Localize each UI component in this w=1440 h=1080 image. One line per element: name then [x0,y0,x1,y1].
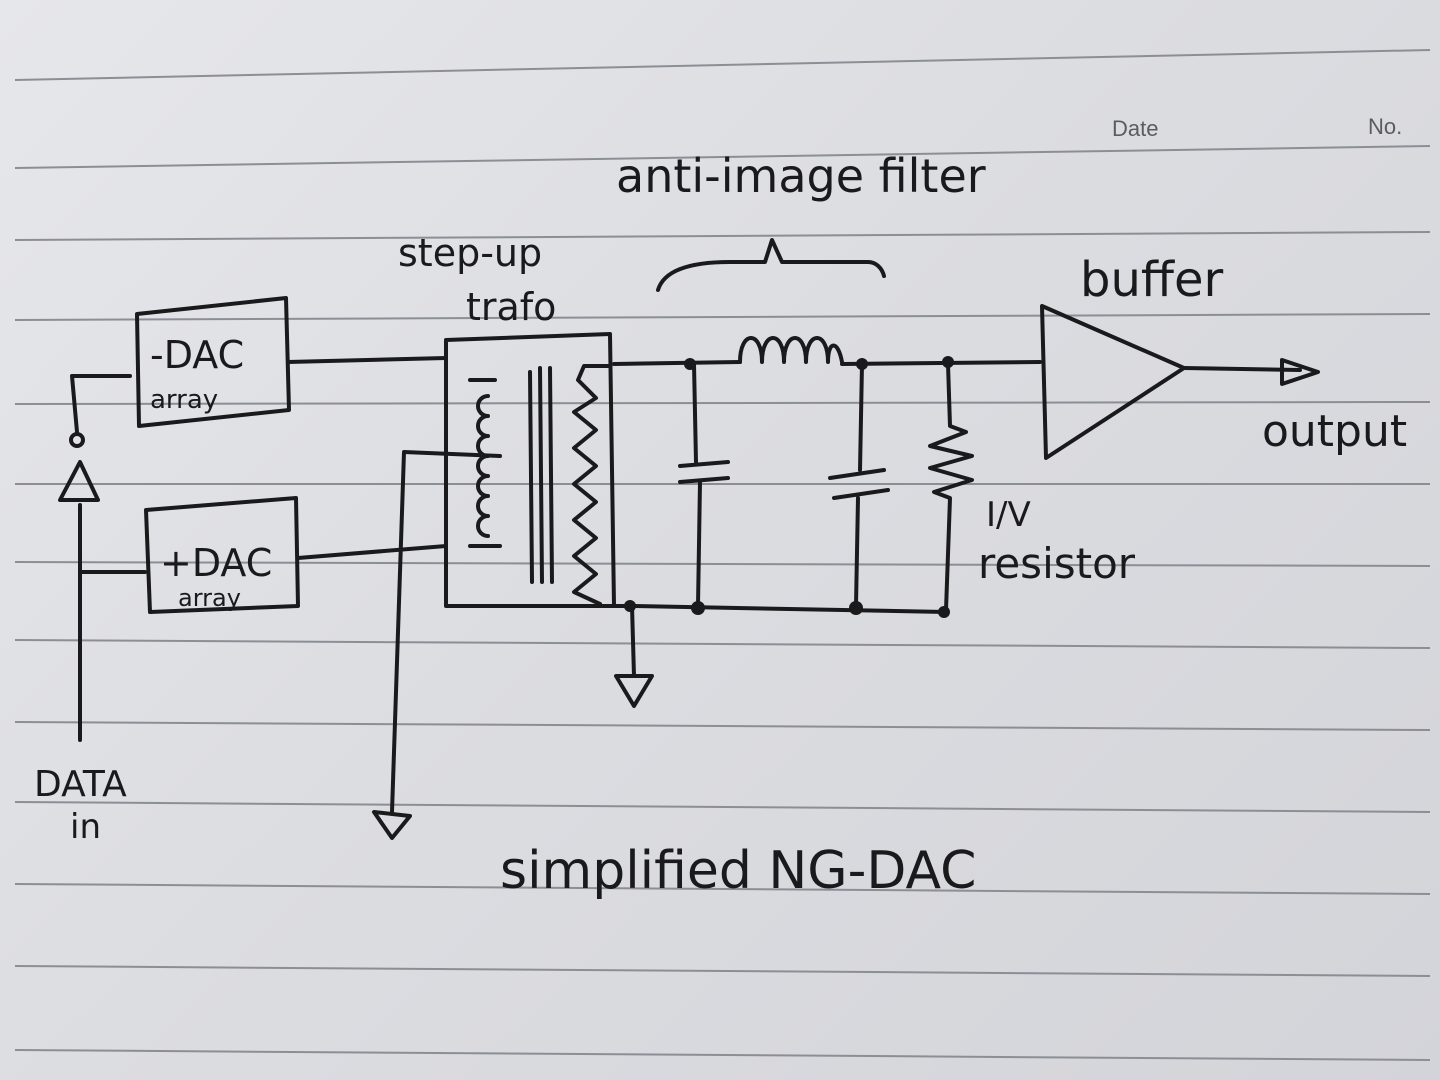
plus-dac-sub-label: array [178,584,241,612]
secondary-ground-icon [614,674,654,708]
filter-mid-wire [840,360,1042,366]
primary-center-tap [390,450,502,814]
minus-dac-box [135,296,291,428]
trafo-label-line2: trafo [466,285,556,329]
inductor-icon [738,336,844,364]
data-in-label-line2: in [70,807,101,847]
plus-dac-box [144,496,300,614]
caption-label: simplified NG-DAC [500,841,976,901]
filter-label: anti-image filter [616,149,986,203]
switch-lever [70,374,132,434]
secondary-coil-icon [572,364,612,606]
date-label: Date [1112,116,1159,141]
data-in-label-line1: DATA [34,764,127,805]
primary-coil-icon [468,378,502,548]
minus-dac-label: -DAC [150,333,244,377]
secondary-ground-wire [630,604,636,678]
filter-bottom-wire [630,604,948,614]
filter-brace-icon [656,238,886,292]
minus-dac-sub-label: array [150,385,218,415]
buffer-amplifier-icon [1040,304,1186,460]
capacitor-2-icon [828,362,890,608]
resistor-label-line1: I/V [986,495,1031,535]
switch-contact-icon [69,432,85,448]
number-label: No. [1368,114,1403,139]
capacitor-1-icon [678,362,730,608]
junction-dot [849,601,863,615]
trafo-label-line1: step-up [398,231,542,275]
output-arrow-icon [1280,358,1320,386]
switch-arrow-icon [58,460,100,502]
iv-resistor-icon [928,362,974,612]
junction-dot [938,606,950,618]
plus-dac-output-wire [296,544,448,560]
junction-dot [691,601,705,615]
transformer-core-icon [528,366,554,584]
filter-top-wire [612,360,742,366]
output-label: output [1262,406,1407,457]
center-tap-ground-icon [372,810,412,840]
minus-dac-output-wire [286,356,448,364]
data-in-wire [78,503,147,742]
plus-dac-label: +DAC [160,541,272,585]
transformer-frame [444,332,634,608]
buffer-label: buffer [1080,252,1223,308]
resistor-label-line2: resistor [978,539,1136,588]
